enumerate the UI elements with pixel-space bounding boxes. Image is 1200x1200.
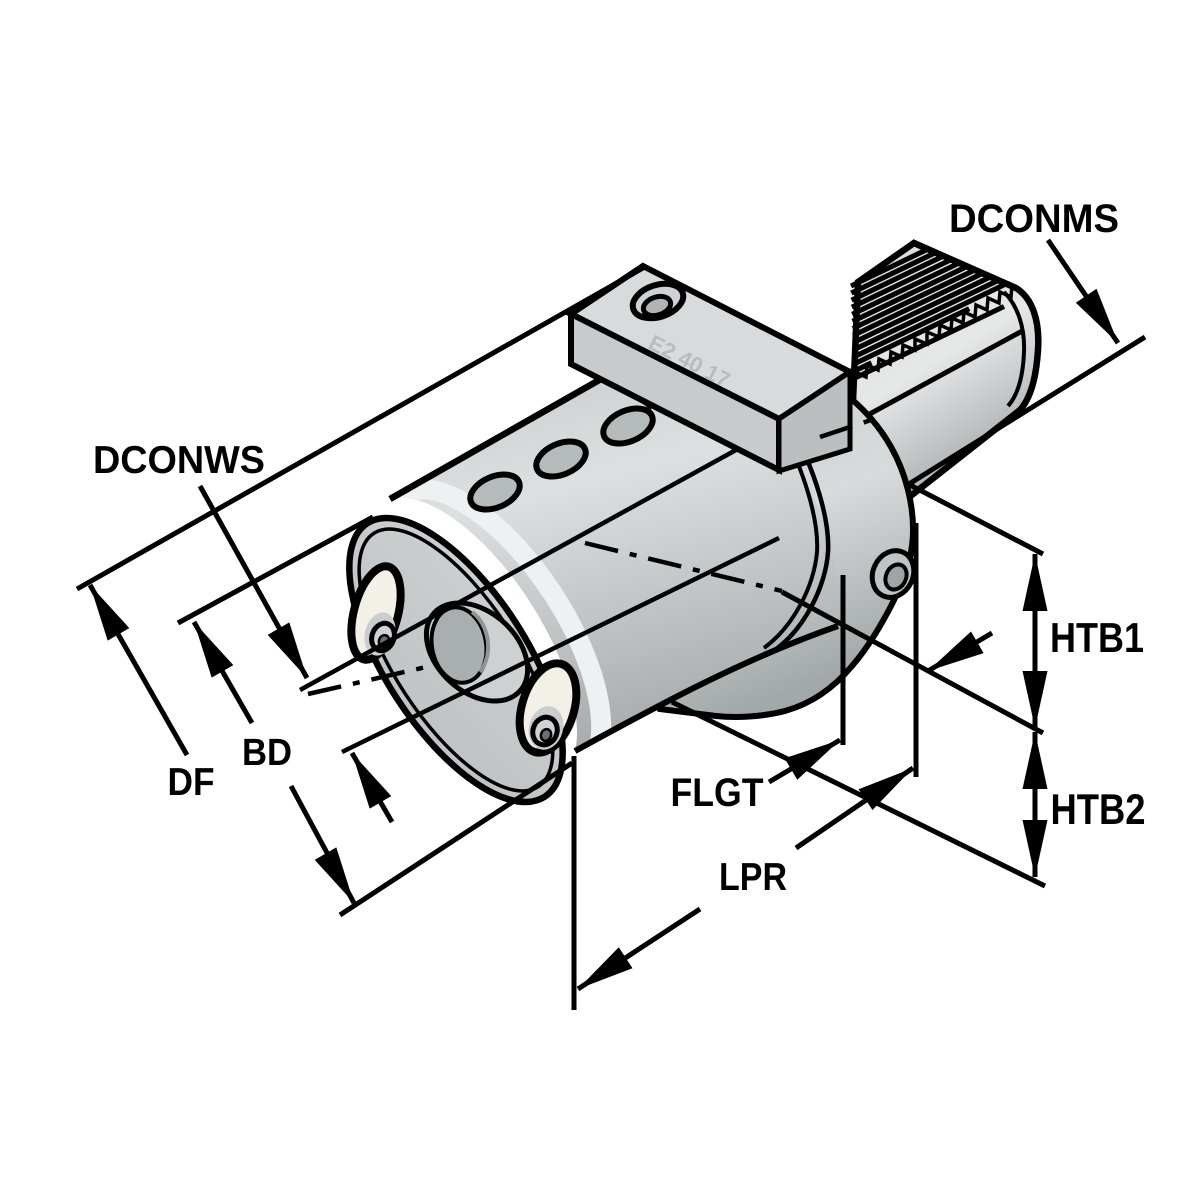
- svg-text:LPR: LPR: [719, 856, 787, 899]
- svg-text:DCONWS: DCONWS: [93, 439, 265, 482]
- svg-text:BD: BD: [242, 732, 292, 774]
- svg-text:HTB1: HTB1: [1050, 614, 1144, 661]
- svg-text:DCONMS: DCONMS: [949, 197, 1119, 241]
- svg-text:HTB2: HTB2: [1050, 786, 1145, 834]
- svg-text:FLGT: FLGT: [670, 771, 763, 815]
- svg-text:DF: DF: [167, 761, 214, 804]
